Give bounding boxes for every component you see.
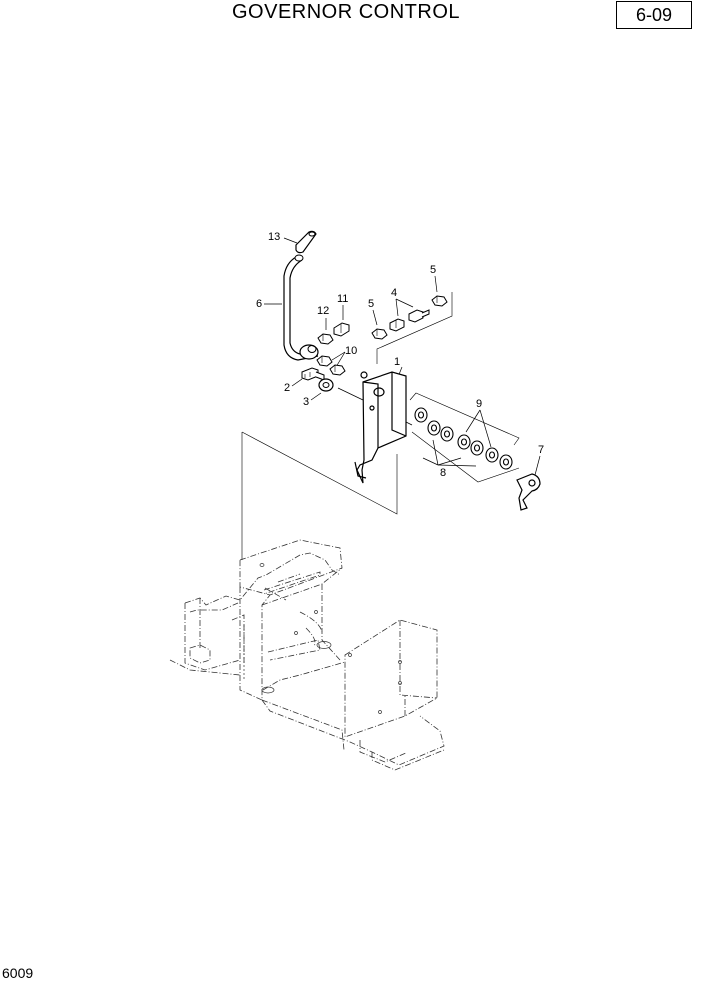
bracket-part-1 (337, 371, 413, 484)
callout-1: 1 (394, 356, 400, 368)
fastener-group-4-5 (371, 292, 453, 364)
bolt-part-4b (408, 309, 430, 323)
callout-4: 4 (391, 287, 397, 299)
callout-7: 7 (538, 444, 544, 456)
washer-6 (485, 447, 499, 463)
leader-7 (534, 455, 541, 476)
leader-8d (437, 464, 477, 467)
leader-10a (331, 351, 346, 361)
knob-part-13 (295, 230, 317, 254)
washer-part-3 (318, 378, 334, 392)
nut-part-12 (317, 333, 334, 345)
bolt-part-11 (333, 322, 350, 337)
bolt-part-2 (301, 367, 325, 381)
callout-6: 6 (256, 298, 262, 310)
page-number-box: 6-09 (616, 1, 692, 29)
leader-5-left (372, 309, 378, 326)
leader-10b (335, 351, 346, 368)
projection-lines (241, 431, 398, 560)
washer-stack-8-9 (409, 392, 520, 483)
callout-5-right: 5 (430, 264, 436, 276)
page-title: GOVERNOR CONTROL (231, 1, 461, 23)
washer-2 (427, 420, 441, 436)
base-frame-details (243, 563, 402, 714)
washer-5 (470, 440, 484, 456)
callout-11: 11 (337, 293, 348, 305)
nut-part-10b (329, 364, 346, 376)
ball-joint-part-7 (516, 473, 541, 511)
leader-4a (395, 298, 399, 317)
callout-13: 13 (268, 231, 280, 243)
nut-part-5-right (431, 295, 448, 307)
base-frame (169, 539, 445, 771)
washer-7 (499, 454, 513, 470)
leader-9a (465, 409, 481, 433)
governor-lever-assembly (283, 230, 350, 392)
washer-3 (440, 426, 454, 442)
drawing-code: 6009 (2, 965, 34, 981)
washer-1 (414, 407, 428, 423)
leader-2 (291, 378, 303, 387)
leader-8c (432, 439, 439, 466)
leader-13 (283, 237, 298, 244)
bolt-part-4a (389, 318, 405, 332)
lever-rod-part-6 (283, 254, 319, 361)
callout-10: 10 (345, 345, 357, 357)
nut-part-5-left (371, 328, 388, 340)
washer-4 (457, 434, 471, 450)
leader-4b (395, 298, 414, 308)
callout-12: 12 (317, 305, 329, 317)
leader-8b (437, 457, 462, 466)
callout-3: 3 (303, 396, 309, 408)
leader-8a (422, 457, 439, 466)
callout-8: 8 (440, 467, 446, 479)
nut-part-10a (316, 355, 333, 367)
callout-9: 9 (476, 398, 482, 410)
leader-9b (479, 409, 492, 448)
callout-5-left: 5 (368, 298, 374, 310)
callout-2: 2 (284, 382, 290, 394)
leader-3 (310, 392, 322, 401)
leader-5-right (434, 275, 438, 293)
